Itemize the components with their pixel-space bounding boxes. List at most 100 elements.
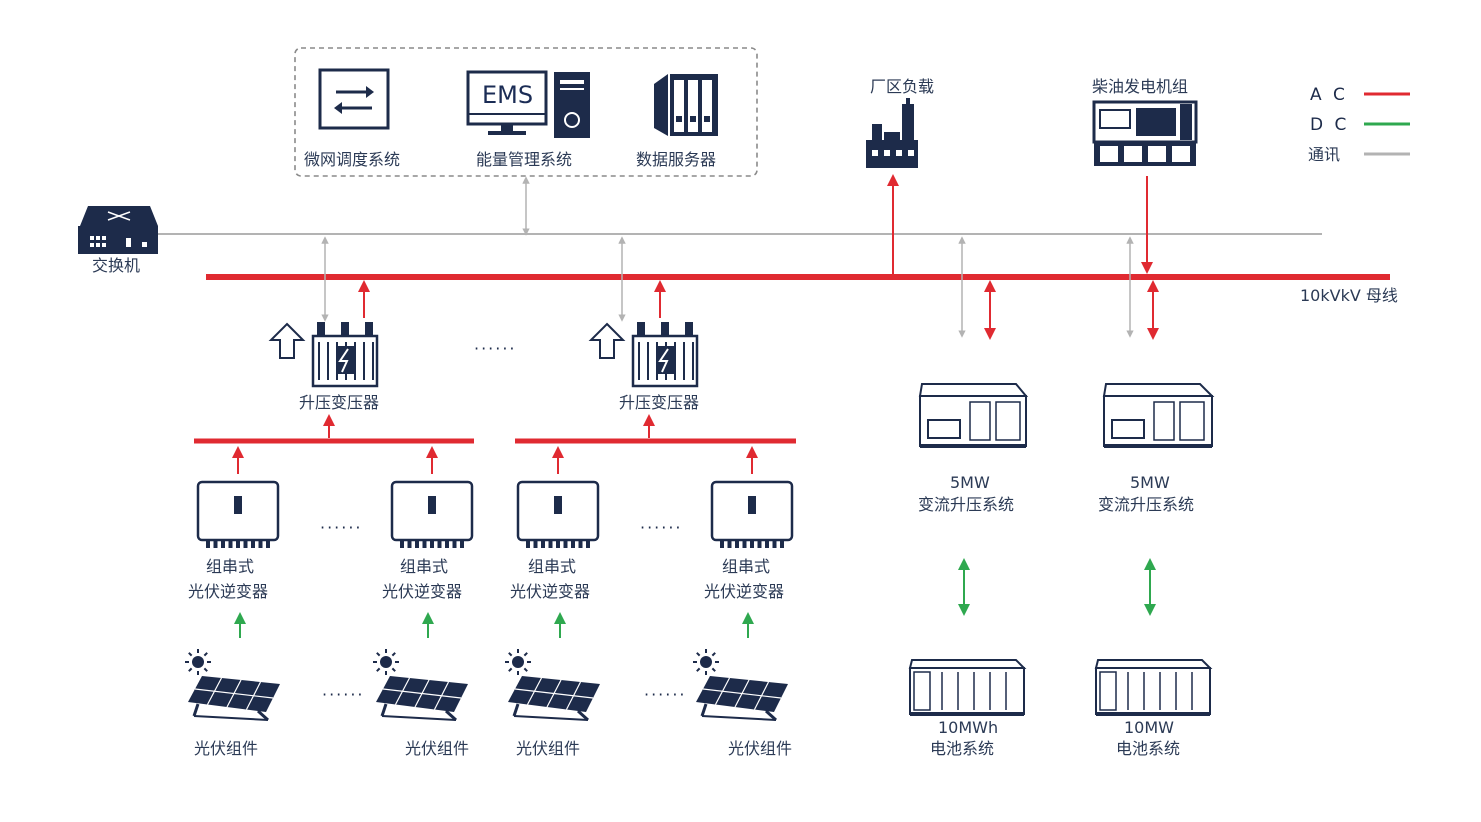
pv-stand <box>380 703 388 717</box>
pv-branch-1: 升压变压器组串式光伏逆变器光伏组件组串式光伏逆变器光伏组件···········… <box>185 236 474 758</box>
inverter-port <box>213 540 218 548</box>
inverter-label-line1: 组串式 <box>722 557 770 576</box>
sun-ray <box>523 667 528 672</box>
data-server-label: 数据服务器 <box>636 150 716 169</box>
pv-grid <box>194 688 274 699</box>
bushing <box>317 322 325 336</box>
inverter-label-line1: 组串式 <box>528 557 576 576</box>
inverter-port <box>735 540 739 548</box>
inverter-label-line1: 组串式 <box>206 557 254 576</box>
factory-icon <box>866 98 918 168</box>
battery2-capacity: 10MW <box>1124 718 1174 737</box>
bushing <box>661 322 669 336</box>
sun-icon <box>512 656 524 668</box>
ems-computer-icon <box>466 70 590 138</box>
pv-grid <box>702 688 782 699</box>
inverter-display <box>554 496 562 514</box>
pv-grid <box>382 688 462 699</box>
dispatch-icon <box>318 68 390 130</box>
sun-ray <box>711 652 716 657</box>
inverter-port <box>400 540 404 548</box>
transformer-label: 升压变压器 <box>299 393 379 412</box>
sun-ray <box>391 667 396 672</box>
sun-ray <box>711 667 716 672</box>
up-arrow-icon <box>588 322 626 359</box>
bushing <box>341 322 349 336</box>
pv-stand <box>381 715 457 721</box>
inverter-port <box>727 540 732 548</box>
inverter-label-line2: 光伏逆变器 <box>704 582 784 601</box>
inverter-port <box>765 540 769 548</box>
inverter-port <box>526 540 530 548</box>
sun-ray <box>376 652 381 657</box>
pcs2-power: 5MW <box>1130 473 1170 492</box>
pv-module-label: 光伏组件 <box>194 739 258 758</box>
inverter-port <box>720 540 724 548</box>
bolt-icon <box>658 348 669 373</box>
pv-stand <box>192 703 200 717</box>
battery2-name: 电池系统 <box>1116 739 1180 758</box>
legend-dc-label: D C <box>1310 115 1349 135</box>
pcs-container-icon-2 <box>1102 383 1215 448</box>
pcs2-name: 变流升压系统 <box>1098 495 1194 514</box>
inverter-label-line2: 光伏逆变器 <box>188 582 268 601</box>
battery-container-icon-1 <box>908 659 1027 716</box>
inverter-port <box>415 540 419 548</box>
pv-stand <box>701 715 777 721</box>
inverter-label-line2: 光伏逆变器 <box>510 582 590 601</box>
inverter-port <box>206 540 210 548</box>
legend-comm-label: 通讯 <box>1308 145 1340 164</box>
battery-container-icon-2 <box>1094 659 1213 716</box>
pv-ellipsis: ······ <box>644 685 687 704</box>
inverter-port <box>228 540 233 548</box>
inverter-port <box>586 540 590 548</box>
diesel-generator-label: 柴油发电机组 <box>1092 77 1188 96</box>
inverter-port <box>422 540 427 548</box>
legend-ac-label: A C <box>1310 85 1348 105</box>
sun-icon <box>380 656 392 668</box>
inverter-port <box>258 540 263 548</box>
bus-label: 10kVkV 母线 <box>1300 286 1398 305</box>
pv-stand <box>576 709 590 722</box>
sun-ray <box>376 667 381 672</box>
ems-label: 能量管理系统 <box>476 150 572 169</box>
control-system-box <box>294 47 758 177</box>
battery1-capacity: 10MWh <box>938 718 998 737</box>
pv-stand <box>764 709 778 722</box>
microgrid-dispatch-label: 微网调度系统 <box>304 150 400 169</box>
pv-stand <box>700 703 708 717</box>
sun-ray <box>203 652 208 657</box>
inverter-ellipsis: ······ <box>320 518 363 537</box>
sun-ray <box>391 652 396 657</box>
inverter-port <box>533 540 538 548</box>
inverter-label-line2: 光伏逆变器 <box>382 582 462 601</box>
transformer-ellipsis: ······ <box>474 339 517 358</box>
transformer-label: 升压变压器 <box>619 393 699 412</box>
inverter-port <box>578 540 583 548</box>
server-icon <box>654 74 718 136</box>
pv-branch-2: 升压变压器组串式光伏逆变器光伏组件组串式光伏逆变器光伏组件···········… <box>505 236 796 758</box>
inverter-port <box>742 540 747 548</box>
pv-stand <box>193 715 269 721</box>
pv-module-label: 光伏组件 <box>728 739 792 758</box>
pv-stand <box>256 709 270 722</box>
up-arrow-icon <box>268 322 306 359</box>
inverter-port <box>407 540 412 548</box>
ems-title: EMS <box>482 81 533 109</box>
bushing <box>637 322 645 336</box>
sun-icon <box>192 656 204 668</box>
sun-ray <box>188 667 193 672</box>
pv-ellipsis: ······ <box>322 685 365 704</box>
inverter-port <box>452 540 457 548</box>
inverter-port <box>556 540 560 548</box>
inverter-port <box>548 540 553 548</box>
inverter-port <box>437 540 442 548</box>
pv-module-label: 光伏组件 <box>516 739 580 758</box>
inverter-display <box>234 496 242 514</box>
switch-label: 交换机 <box>92 256 140 275</box>
sun-ray <box>523 652 528 657</box>
pv-grid <box>514 688 594 699</box>
sun-ray <box>508 667 513 672</box>
